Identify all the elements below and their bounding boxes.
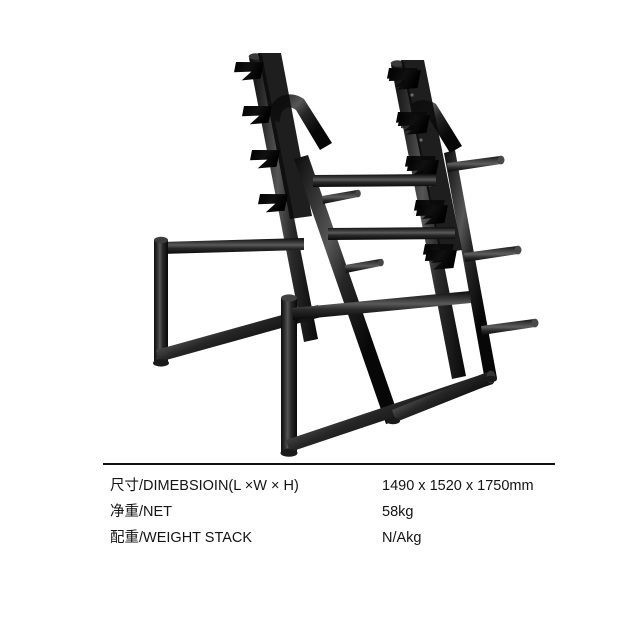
spec-label-weight-stack: 配重/WEIGHT STACK [110, 530, 253, 546]
foot-caps [153, 359, 497, 457]
inner-diagonal-support [294, 155, 400, 424]
spec-label-dimension: 尺寸/DIMEBSIOIN(L ×W × H) [110, 478, 299, 494]
plate-peg [481, 318, 539, 335]
product-image-squat-rack [153, 53, 539, 457]
table-row: 尺寸/DIMEBSIOIN(L ×W × H) 1490 x 1520 x 17… [103, 477, 562, 503]
table-row: 配重/WEIGHT STACK N/Akg [103, 529, 562, 555]
base-rail-rear-bottom [392, 370, 496, 422]
plate-peg [345, 258, 384, 273]
spec-divider [103, 463, 555, 465]
side-rail-post-left [154, 236, 168, 366]
plate-pegs-right [447, 155, 539, 335]
specification-block: 尺寸/DIMEBSIOIN(L ×W × H) 1490 x 1520 x 17… [103, 463, 555, 555]
spec-table: 尺寸/DIMEBSIOIN(L ×W × H) 1490 x 1520 x 17… [103, 477, 562, 555]
spec-value-dimension: 1490 x 1520 x 1750mm [382, 478, 534, 494]
plate-peg [447, 155, 505, 172]
base-rail-left [156, 305, 321, 362]
inner-pegs [322, 189, 384, 273]
base-rail-right-upper [292, 291, 471, 320]
plate-peg [322, 189, 361, 204]
plate-peg [464, 245, 522, 262]
squat-rack-illustration [153, 53, 539, 457]
side-safety-rail-upper [157, 238, 304, 255]
table-row: 净重/NET 58kg [103, 503, 562, 529]
upper-cross-bar [313, 174, 436, 187]
rack-geometry [153, 53, 539, 457]
hooks-left [232, 53, 312, 219]
spec-value-weight-stack: N/Akg [382, 530, 422, 546]
mid-cross-bar [328, 227, 455, 240]
rear-right-leg [444, 150, 497, 381]
spec-value-net-weight: 58kg [382, 504, 414, 520]
spec-label-net-weight: 净重/NET [110, 504, 173, 520]
